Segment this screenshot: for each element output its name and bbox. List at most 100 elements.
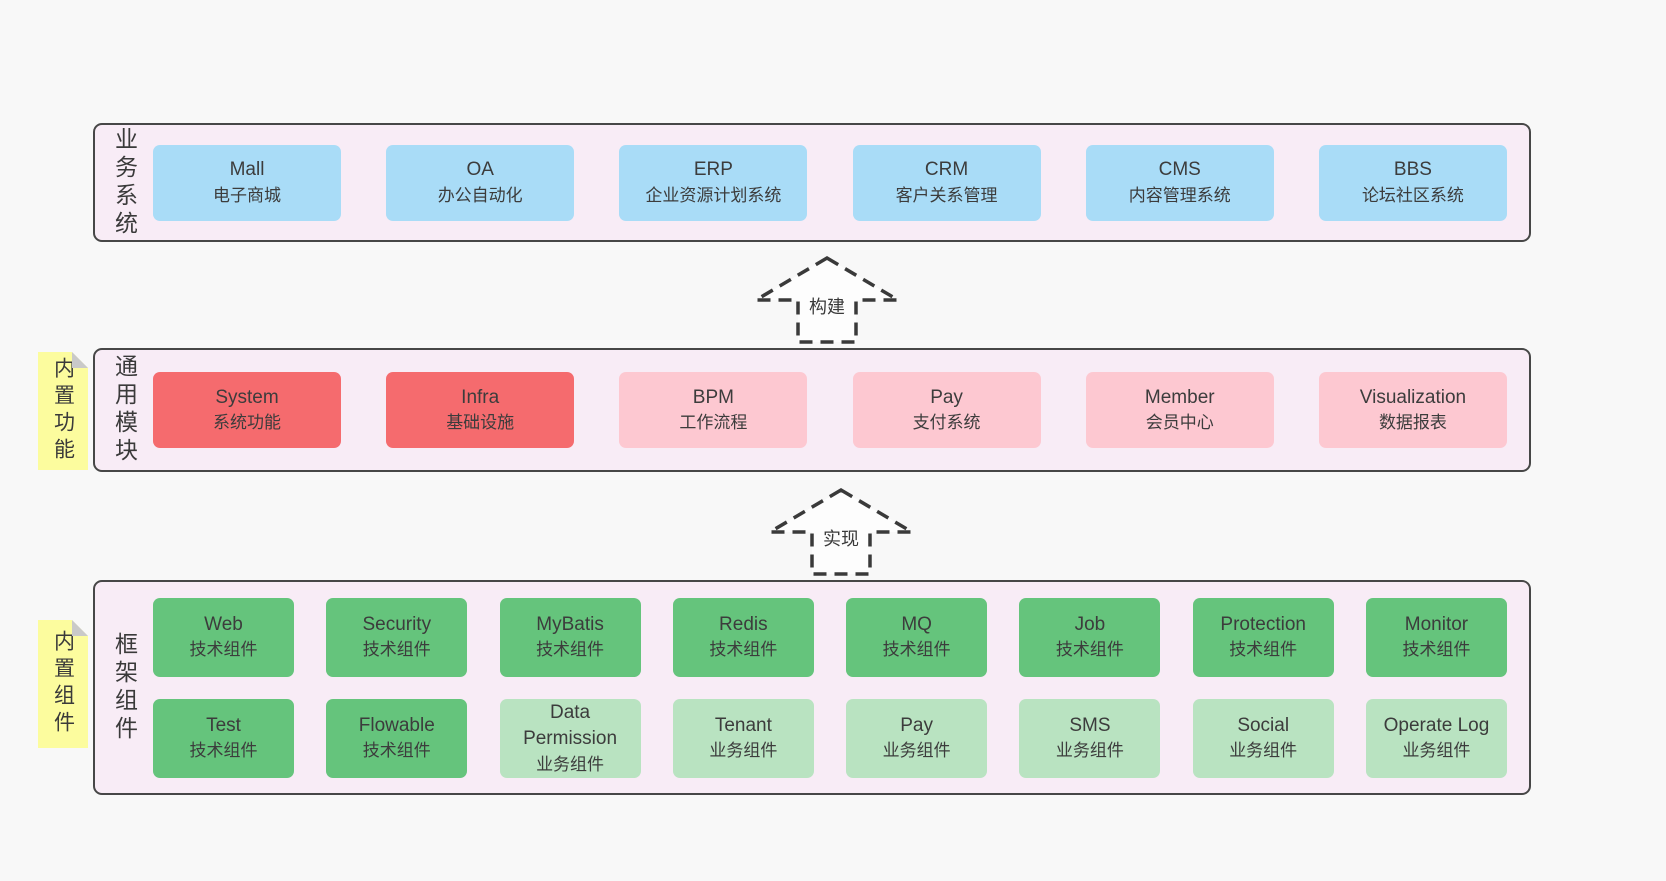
box-title: Job [1074, 613, 1106, 635]
box-subtitle: 技术组件 [362, 741, 431, 761]
build-arrow: 构建 [752, 254, 902, 346]
box-title: Social [1237, 714, 1290, 736]
box-flowable: Flowable 技术组件 [326, 698, 468, 778]
box-title: Pay [930, 386, 963, 408]
box-test: Test 技术组件 [153, 698, 294, 778]
business-boxes-row: Mall 电子商城 OA 办公自动化 ERP 企业资源计划系统 CRM 客户关系… [153, 144, 1507, 221]
box-pay: Pay 业务组件 [846, 698, 988, 778]
box-title: Mall [229, 159, 265, 181]
box-title: BPM [692, 386, 734, 408]
box-subtitle: 业务组件 [709, 741, 778, 761]
box-redis: Redis 技术组件 [672, 597, 814, 677]
sticky-note-text: 内置组件 [51, 630, 75, 738]
box-infra: Infra 基础设施 [386, 372, 575, 448]
box-operate-log: Operate Log 业务组件 [1365, 698, 1507, 778]
box-subtitle: 业务组件 [536, 754, 605, 774]
box-title: Tenant [714, 714, 772, 736]
box-system: System 系统功能 [153, 372, 341, 448]
box-title: Redis [719, 613, 768, 635]
box-title: Security [362, 613, 432, 635]
box-erp: ERP 企业资源计划系统 [619, 144, 808, 221]
framework-components-layer: 框架组件 Web 技术组件 Security 技术组件 MyBatis 技术组件 [93, 580, 1531, 795]
box-subtitle: 技术组件 [362, 640, 431, 660]
box-subtitle: 会员中心 [1145, 413, 1214, 433]
box-subtitle: 数据报表 [1378, 413, 1447, 433]
business-systems-layer: 业务系统 Mall 电子商城 OA 办公自动化 ERP 企业资源计划系统 [93, 123, 1531, 242]
box-subtitle: 业务组件 [1402, 741, 1471, 761]
layer-label-modules: 通用模块 [111, 354, 138, 466]
box-title: Visualization [1359, 386, 1467, 408]
box-pay: Pay 支付系统 [852, 372, 1041, 448]
box-subtitle: 工作流程 [679, 413, 748, 433]
box-title: Operate Log [1383, 714, 1490, 736]
box-subtitle: 办公自动化 [437, 185, 523, 205]
box-title: Member [1144, 386, 1215, 408]
box-subtitle: 技术组件 [536, 640, 605, 660]
box-title: Infra [461, 386, 500, 408]
box-title: OA [466, 159, 494, 181]
box-social: Social 业务组件 [1192, 698, 1334, 778]
box-title: Flowable [358, 714, 435, 736]
box-web: Web 技术组件 [153, 597, 294, 677]
implement-arrow-label: 实现 [819, 524, 863, 553]
box-subtitle: 技术组件 [882, 640, 951, 660]
box-subtitle: 业务组件 [1055, 741, 1124, 761]
box-sms: SMS 业务组件 [1019, 698, 1161, 778]
box-subtitle: 电子商城 [213, 185, 281, 205]
box-mybatis: MyBatis 技术组件 [499, 597, 641, 677]
box-visualization: Visualization 数据报表 [1318, 372, 1507, 448]
box-subtitle: 客户关系管理 [895, 185, 998, 205]
box-title: CRM [924, 159, 969, 181]
box-monitor: Monitor 技术组件 [1365, 597, 1507, 677]
box-job: Job 技术组件 [1019, 597, 1161, 677]
box-title: Web [204, 613, 243, 635]
box-title: MQ [901, 613, 932, 635]
box-subtitle: 业务组件 [882, 741, 951, 761]
box-protection: Protection 技术组件 [1192, 597, 1334, 677]
box-data-permission: Data Permission 业务组件 [499, 698, 641, 778]
box-mall: Mall 电子商城 [153, 144, 341, 221]
implement-arrow: 实现 [766, 486, 916, 578]
framework-boxes-row-1: Web 技术组件 Security 技术组件 MyBatis 技术组件 Redi… [153, 597, 1507, 677]
box-subtitle: 论坛社区系统 [1361, 185, 1464, 205]
box-bbs: BBS 论坛社区系统 [1318, 144, 1507, 221]
box-subtitle: 系统功能 [213, 413, 281, 433]
box-title: SMS [1069, 714, 1111, 736]
box-cms: CMS 内容管理系统 [1085, 144, 1274, 221]
box-bpm: BPM 工作流程 [619, 372, 808, 448]
box-title: ERP [693, 159, 733, 181]
box-title: Pay [900, 714, 933, 736]
modules-boxes-row: System 系统功能 Infra 基础设施 BPM 工作流程 Pay 支付系统 [153, 372, 1507, 448]
box-subtitle: 企业资源计划系统 [645, 185, 782, 205]
box-subtitle: 技术组件 [1055, 640, 1124, 660]
sticky-note-built-in-components: 内置组件 [38, 620, 88, 748]
box-subtitle: 基础设施 [446, 413, 515, 433]
box-subtitle: 技术组件 [1402, 640, 1471, 660]
box-title: Data Permission [523, 701, 618, 750]
box-title: CMS [1158, 159, 1201, 181]
box-title: Test [206, 714, 241, 736]
box-title: BBS [1393, 159, 1432, 181]
box-subtitle: 技术组件 [1229, 640, 1298, 660]
framework-boxes-row-2: Test 技术组件 Flowable 技术组件 Data Permission … [153, 698, 1507, 778]
layer-label-framework: 框架组件 [111, 631, 138, 744]
box-subtitle: 技术组件 [189, 741, 258, 761]
box-subtitle: 内容管理系统 [1128, 185, 1231, 205]
box-mq: MQ 技术组件 [846, 597, 988, 677]
box-oa: OA 办公自动化 [386, 144, 575, 221]
box-crm: CRM 客户关系管理 [852, 144, 1041, 221]
box-subtitle: 业务组件 [1229, 741, 1298, 761]
sticky-note-text: 内置功能 [51, 357, 75, 465]
box-title: Monitor [1404, 613, 1469, 635]
layer-label-business: 业务系统 [111, 126, 138, 239]
box-tenant: Tenant 业务组件 [672, 698, 814, 778]
box-title: System [215, 386, 279, 408]
sticky-note-built-in-features: 内置功能 [38, 352, 88, 470]
box-security: Security 技术组件 [326, 597, 468, 677]
build-arrow-label: 构建 [805, 292, 849, 321]
box-title: MyBatis [536, 613, 604, 635]
box-member: Member 会员中心 [1085, 372, 1274, 448]
common-modules-layer: 通用模块 System 系统功能 Infra 基础设施 BPM 工作流程 [93, 348, 1531, 472]
box-subtitle: 支付系统 [912, 413, 981, 433]
box-title: Protection [1220, 613, 1306, 635]
